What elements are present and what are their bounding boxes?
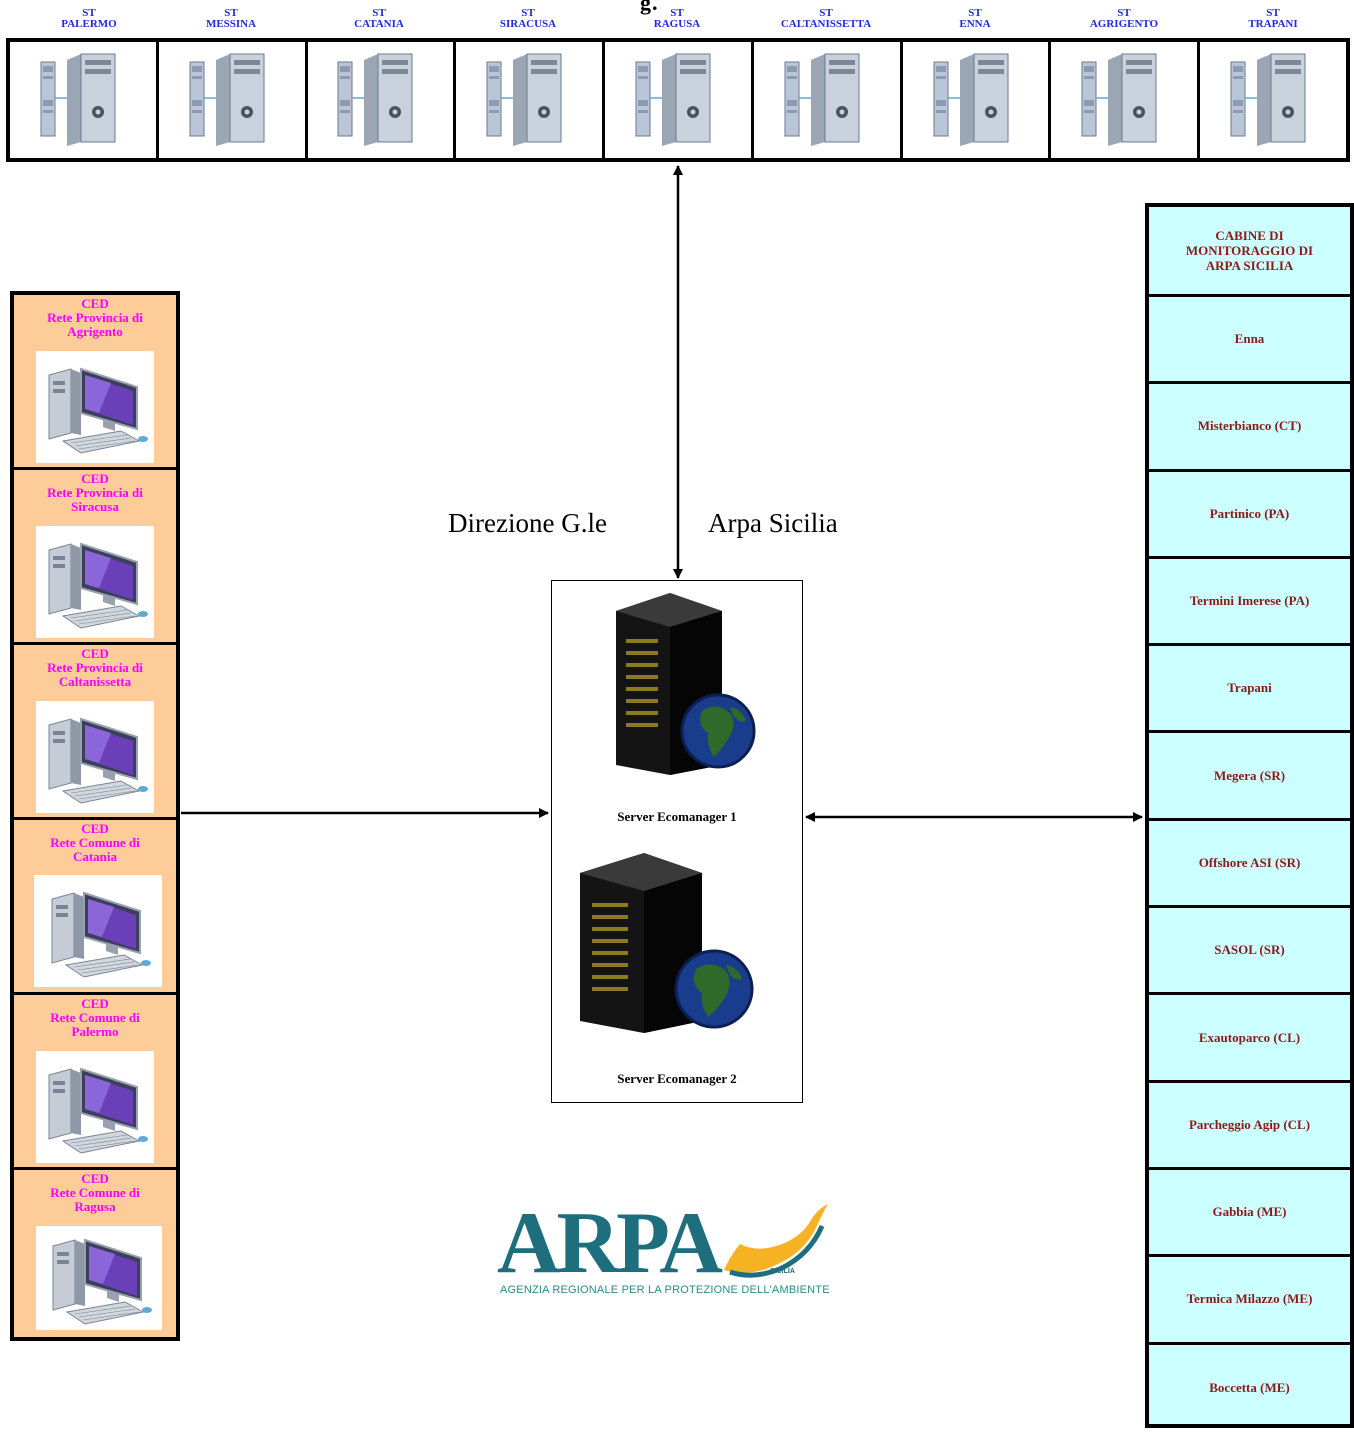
cabina-item: Exautoparco (CL) [1149,995,1350,1083]
cabina-item: SASOL (SR) [1149,908,1350,996]
cabina-item: Termica Milazzo (ME) [1149,1257,1350,1345]
sicily-island-icon [724,1204,828,1278]
server-globe-icon [580,849,756,1035]
st-cell-trapani [1200,42,1347,158]
cabina-item: Trapani [1149,646,1350,734]
st-cell-palermo [10,42,159,158]
desktop-pc-icon [36,701,154,813]
cabina-item: Megera (SR) [1149,734,1350,821]
cabina-item: Enna [1149,297,1350,385]
server-box: Server Ecomanager 1 Server Ecomanager 2 [551,580,803,1103]
st-cell-caltanissetta [753,42,903,158]
arpa-logo-word: ARPA [497,1195,723,1292]
tower-pc-icon [1078,50,1170,150]
arpa-sicilia-label: Arpa Sicilia [708,508,838,538]
desktop-pc-icon [36,1226,162,1330]
st-cell-siracusa [456,42,606,158]
cabina-item: Partinico (PA) [1149,472,1350,559]
st-cell-catania [307,42,457,158]
direzione-label: Direzione G.le [448,508,607,538]
tower-pc-icon [1227,50,1319,150]
tower-pc-icon [781,50,873,150]
st-cell-enna [902,42,1052,158]
cabina-item: Parcheggio Agip (CL) [1149,1083,1350,1170]
desktop-pc-icon [36,526,154,638]
tower-pc-icon [334,50,426,150]
server-label-1: Server Ecomanager 1 [617,809,737,824]
tower-pc-icon [632,50,724,150]
arpa-logo-tagline: AGENZIA REGIONALE PER LA PROTEZIONE DELL… [500,1284,830,1296]
tower-pc-icon [483,50,575,150]
diagram-title-fragment: g. [640,0,659,15]
tower-pc-icon [930,50,1022,150]
server-label-2: Server Ecomanager 2 [617,1071,737,1086]
desktop-pc-icon [36,1051,154,1163]
cabina-item: Boccetta (ME) [1209,1380,1290,1396]
arpa-logo-region: SICILIA [770,1268,795,1275]
st-workstation-row [6,38,1350,162]
st-cell-ragusa [605,42,754,158]
desktop-pc-icon [36,351,154,463]
cabina-item: Gabbia (ME) [1149,1170,1350,1258]
cabina-item: Offshore ASI (SR) [1149,821,1350,909]
st-cell-agrigento [1051,42,1201,158]
tower-pc-icon [37,50,129,150]
server-globe-icon [610,589,758,777]
cabina-item: Misterbianco (CT) [1149,384,1350,472]
st-cell-messina [158,42,308,158]
cabina-item: Termini Imerese (PA) [1149,559,1350,647]
desktop-pc-icon [34,875,162,987]
tower-pc-icon [186,50,278,150]
